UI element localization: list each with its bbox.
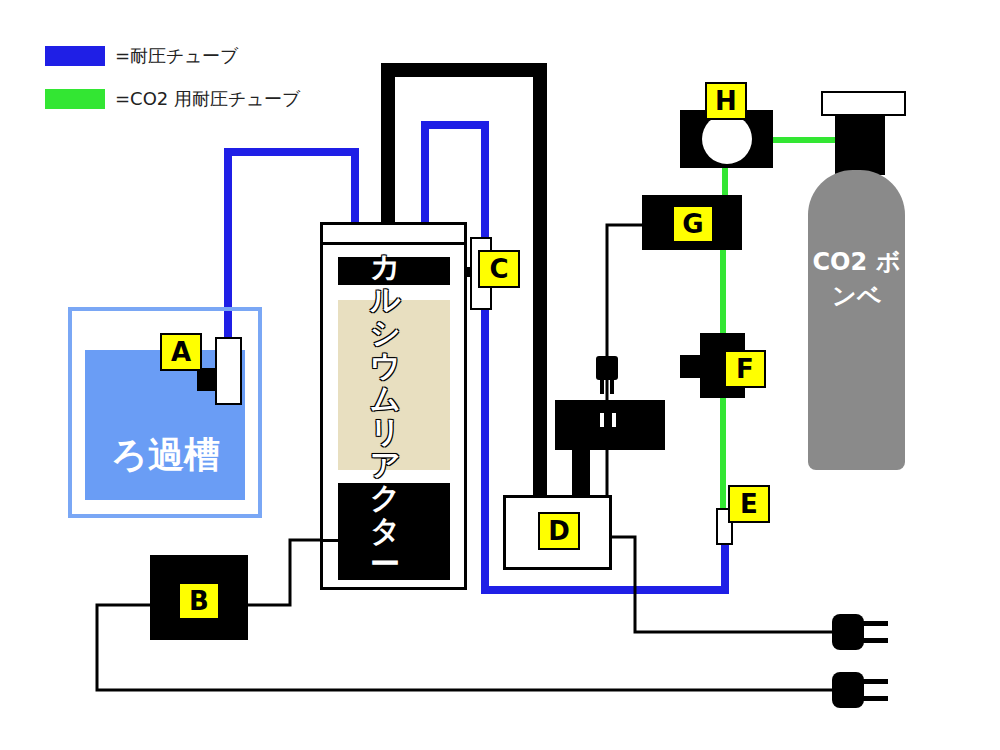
cylinder-valve <box>835 115 885 175</box>
callout-letter: C <box>478 250 520 288</box>
legend-swatch <box>45 89 105 109</box>
co2-tube <box>720 398 726 508</box>
calcium-reactor: カルシウムリアクター <box>320 222 467 590</box>
ph-probe-clip: C <box>470 237 492 310</box>
callout-letter: B <box>178 582 220 620</box>
node-label: ろ過槽 <box>85 430 245 480</box>
pressure-gauge <box>702 114 752 164</box>
socket-slot <box>612 413 616 427</box>
power-strip <box>555 400 665 450</box>
plug-prong <box>862 679 888 684</box>
power-cord <box>612 537 834 632</box>
co2-tube <box>773 137 808 143</box>
callout-letter: E <box>728 485 770 523</box>
plug-prong <box>610 378 614 394</box>
pump-wire <box>323 539 338 542</box>
plug-prong <box>600 378 604 394</box>
solenoid-valve: G <box>642 195 742 250</box>
filter-tank: A ろ過槽 <box>68 307 262 518</box>
socket-slot <box>600 413 604 427</box>
plug-body <box>596 356 618 380</box>
node-label: カルシウムリアクター <box>370 250 400 580</box>
check-valve: E <box>716 508 733 545</box>
plug-prong <box>862 638 888 643</box>
device-nub <box>197 368 217 391</box>
plug-body <box>832 672 864 708</box>
plug-prong <box>862 696 888 701</box>
legend-row: =CO2 用耐圧チューブ <box>45 88 300 110</box>
callout-letter: A <box>160 333 202 371</box>
pump-controller: B <box>150 555 248 640</box>
callout-letter: D <box>538 512 580 550</box>
legend-swatch <box>45 46 105 66</box>
co2-tube <box>722 168 728 195</box>
plug-prong <box>862 621 888 626</box>
needle-valve: F <box>700 333 745 398</box>
plug-body <box>832 614 864 650</box>
callout-letter: H <box>705 82 747 120</box>
ph-controller: D <box>503 495 612 570</box>
legend-text: =CO2 用耐圧チューブ <box>115 88 300 110</box>
legend-row: =耐圧チューブ <box>45 45 238 67</box>
legend-text: =耐圧チューブ <box>115 45 238 67</box>
node-label: CO2 ボンベ <box>808 245 905 313</box>
co2-tube <box>720 250 726 333</box>
device-nub <box>680 355 702 378</box>
co2-cylinder: CO2 ボンベ <box>808 170 905 470</box>
callout-letter: F <box>724 350 766 388</box>
sump-pump: A <box>215 337 242 405</box>
reactor-lid-line <box>323 242 464 245</box>
cylinder-cap <box>822 92 905 115</box>
power-wire <box>248 540 320 605</box>
strip-cord <box>572 448 590 497</box>
regulator: H <box>680 110 773 168</box>
co2-tube <box>806 137 837 143</box>
callout-letter: G <box>672 205 714 243</box>
